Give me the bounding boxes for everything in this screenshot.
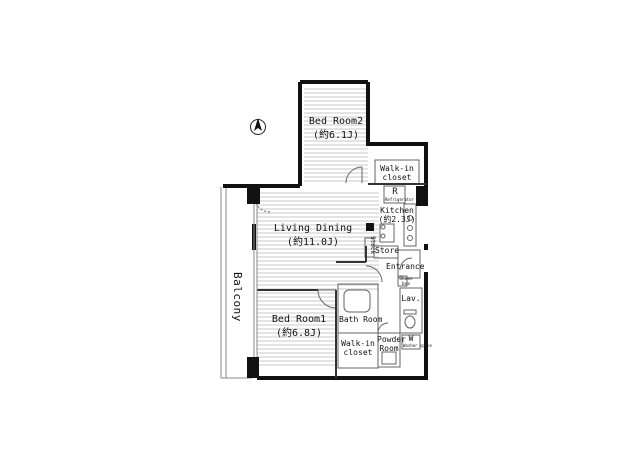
walkin-top-line1: Walk-in: [380, 164, 414, 173]
wall-blocks: [247, 186, 428, 378]
balcony-area: [220, 187, 252, 379]
window-openings: [253, 204, 258, 357]
shoes-box-label: Shoes box: [399, 277, 413, 287]
north-compass-icon: [250, 118, 266, 135]
refrigerator-sub: Refrigerator space: [385, 197, 429, 202]
entrance-label: Entrance: [386, 262, 425, 271]
walkin-closet-bottom-label: Walk-in closet: [339, 339, 377, 357]
kitchen-size: (約2.3J): [378, 215, 416, 224]
walkin-top-line2: closet: [382, 173, 412, 182]
bath-room-label: Bath Room: [339, 315, 383, 324]
bedroom2-name: Bed Room2: [308, 116, 364, 127]
living-dining-name: Living Dining: [273, 223, 353, 234]
washer-label: W Washer space: [403, 334, 432, 349]
powder-line1: Powder: [377, 335, 406, 344]
interior-lines: [253, 159, 423, 369]
balcony-label: Balcony: [231, 272, 244, 322]
lav-label: Lav.: [401, 294, 421, 303]
walkin-bottom-line1: Walk-in: [341, 339, 375, 348]
store-label: Store: [375, 246, 400, 255]
bedroom2-label: Bed Room2 (約6.1J): [306, 115, 366, 143]
washer-symbol: W: [408, 334, 414, 343]
bedroom1-name: Bed Room1: [271, 314, 327, 325]
refrigerator-symbol: R: [392, 187, 398, 197]
kitchen-label: Kitchen (約2.3J): [378, 206, 416, 224]
walkin-bottom-line2: closet: [343, 348, 373, 357]
living-dining-label: Living Dining (約11.0J): [268, 222, 358, 250]
refrigerator-label: R Refrigerator space: [385, 187, 429, 203]
bedroom1-label: Bed Room1 (約6.8J): [266, 313, 332, 341]
walkin-closet-top-label: Walk-in closet: [376, 164, 418, 182]
powder-room-label: Powder Room: [377, 335, 406, 353]
living-dining-size: (約11.0J): [286, 237, 340, 248]
washer-sub: Washer space: [403, 343, 432, 348]
bedroom2-size: (約6.1J): [312, 130, 360, 141]
stock-label: Stock: [369, 236, 376, 255]
interior-partitions: [257, 183, 426, 378]
powder-line2: Room: [379, 344, 399, 353]
kitchen-name: Kitchen: [380, 206, 414, 215]
bedroom1-size: (約6.8J): [275, 328, 323, 339]
